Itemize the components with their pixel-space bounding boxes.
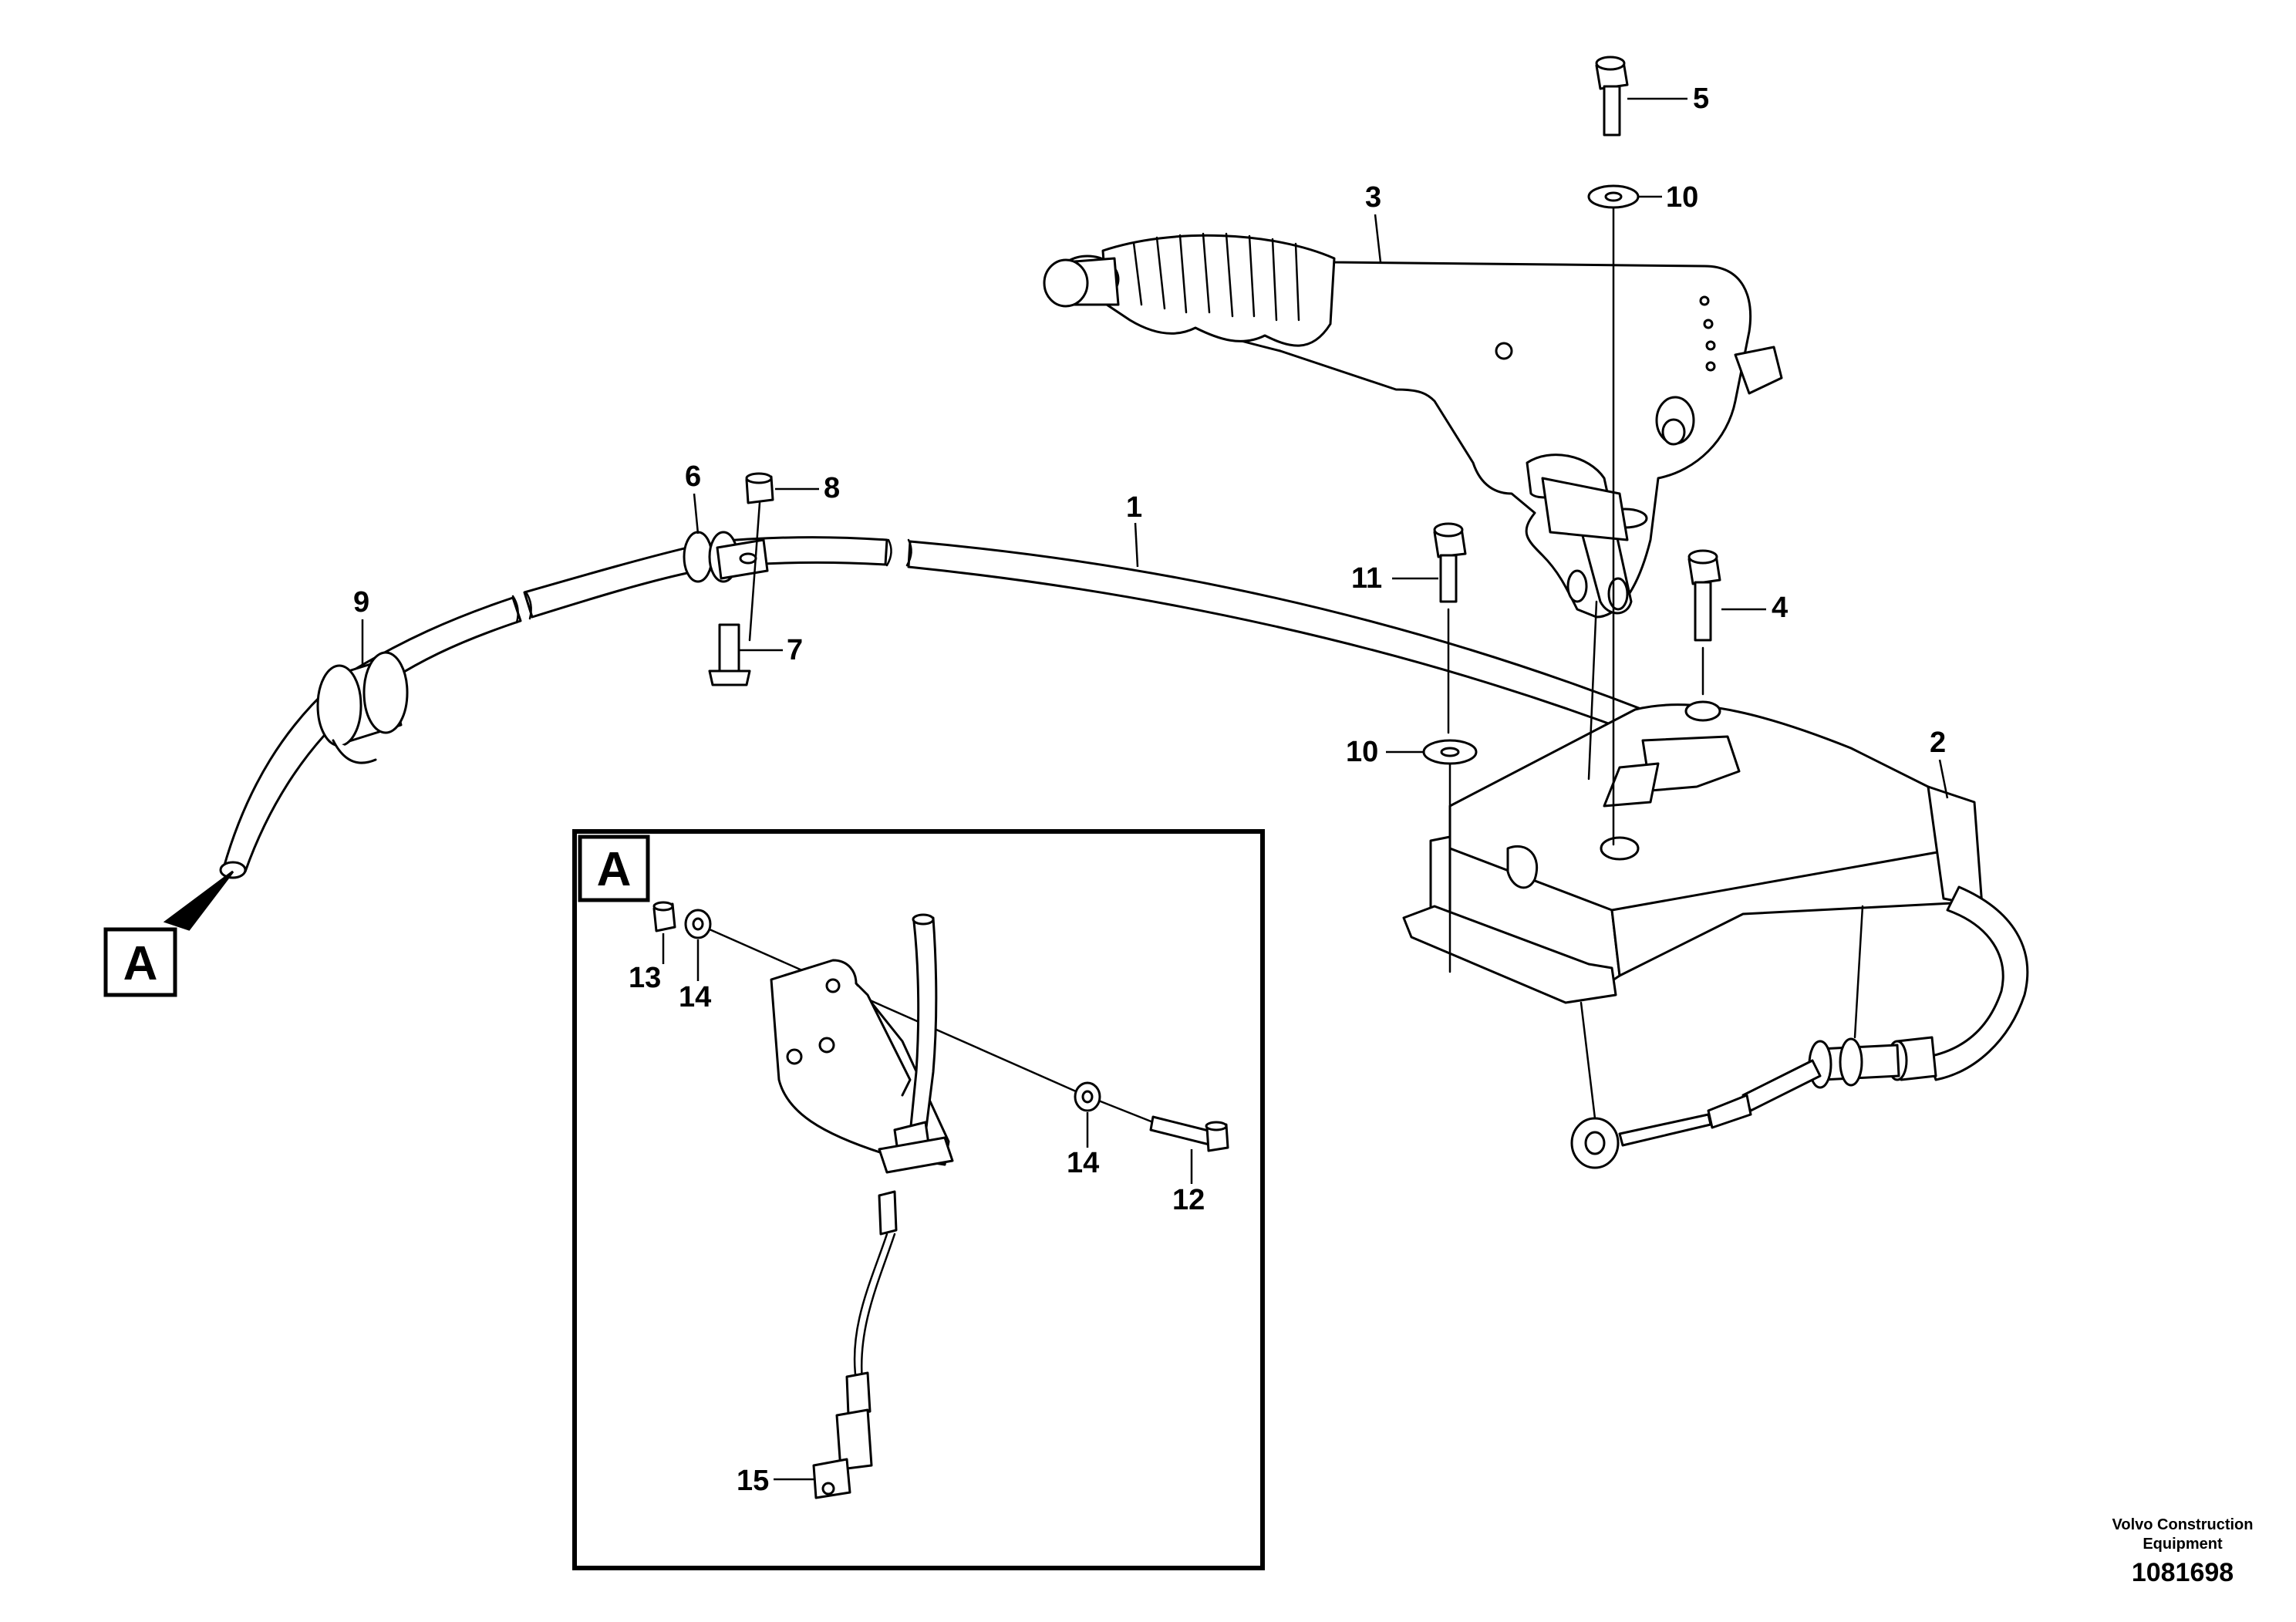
callout-14-lower: 14 (1067, 1112, 1099, 1179)
callout-9: 9 (353, 586, 369, 665)
callout-6: 6 (685, 460, 701, 534)
callout-11: 11 (1351, 562, 1438, 595)
callout-5: 5 (1627, 83, 1709, 115)
callout-9-label: 9 (353, 586, 369, 619)
callout-2: 2 (1930, 727, 1949, 799)
callout-13: 13 (629, 933, 665, 994)
detail-inset-tag-label: A (597, 843, 632, 896)
callout-3-label: 3 (1365, 181, 1381, 214)
cable-grommet (316, 651, 409, 764)
callout-12-label: 12 (1172, 1184, 1205, 1216)
brake-cable (219, 535, 1644, 879)
bolt-12 (1149, 1115, 1229, 1152)
callout-10-top: 10 (1639, 181, 1698, 214)
callout-11-label: 11 (1351, 562, 1382, 595)
credit-line-2: Equipment (2143, 1536, 2223, 1553)
callout-3: 3 (1365, 181, 1382, 263)
lever-bracket (1402, 700, 1984, 1004)
callout-8-label: 8 (824, 472, 840, 504)
callout-7-label: 7 (787, 634, 803, 666)
callout-14-lower-label: 14 (1067, 1147, 1099, 1179)
cable-clamp (683, 531, 769, 583)
washer-14-lower (1074, 1081, 1101, 1112)
inset-cable (812, 913, 954, 1499)
callout-13-label: 13 (629, 962, 661, 994)
nut-13 (652, 901, 676, 932)
callout-12: 12 (1172, 1149, 1205, 1216)
document-number: 1081698 (2132, 1558, 2234, 1587)
callout-10-top-label: 10 (1666, 181, 1698, 214)
lower-cable (1570, 885, 2029, 1169)
detail-inset-tag-box (578, 835, 650, 902)
washer-14-upper (684, 909, 712, 939)
mounting-plate (770, 959, 950, 1166)
washer-10-top (1587, 184, 1640, 209)
callout-15-label: 15 (737, 1465, 769, 1497)
callout-5-label: 5 (1693, 83, 1709, 115)
callout-10-mid-label: 10 (1346, 736, 1378, 768)
bolt-11 (1433, 522, 1467, 603)
detail-tag-a-label: A (123, 937, 158, 990)
callout-10-mid: 10 (1346, 736, 1423, 768)
callout-1: 1 (1126, 491, 1142, 568)
callout-14-upper-label: 14 (679, 981, 711, 1013)
detail-tag-a: A (103, 870, 234, 997)
clamp-bolt (708, 623, 751, 686)
callout-7: 7 (739, 634, 803, 666)
bolt-4 (1687, 549, 1721, 642)
callout-2-label: 2 (1930, 727, 1946, 759)
callout-4: 4 (1721, 592, 1788, 624)
callout-1-label: 1 (1126, 491, 1142, 524)
callout-8: 8 (775, 472, 840, 504)
callout-6-label: 6 (685, 460, 701, 493)
parking-brake-lever (1043, 232, 1783, 619)
callout-4-label: 4 (1772, 592, 1788, 624)
clamp-nut (745, 472, 774, 504)
callout-14-upper: 14 (679, 939, 711, 1013)
washer-10-mid (1422, 739, 1478, 765)
detail-inset-a: A (572, 829, 1265, 1570)
bolt-5 (1595, 56, 1629, 137)
callout-15: 15 (737, 1465, 814, 1497)
credit-block: Volvo Construction Equipment 1081698 (2112, 1516, 2254, 1587)
credit-line-1: Volvo Construction (2112, 1516, 2254, 1533)
